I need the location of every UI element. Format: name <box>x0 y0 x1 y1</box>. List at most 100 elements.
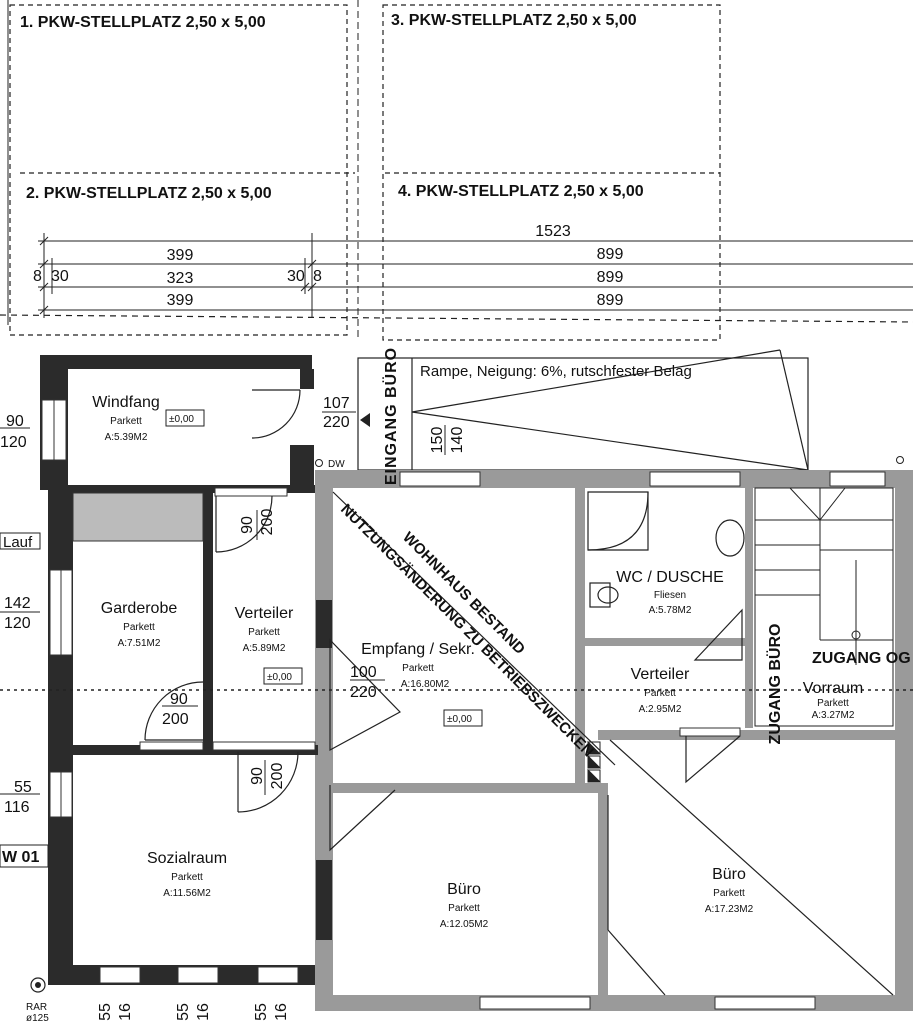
room-floor-verteiler-2: Parkett <box>644 688 676 699</box>
dim-left-inner: 323 <box>167 270 194 287</box>
win1-w: 90 <box>6 413 24 430</box>
dim-right-3: 899 <box>597 292 624 309</box>
opening-dim-lines <box>0 411 446 795</box>
parking-label-4: 4. PKW-STELLPLATZ 2,50 x 5,00 <box>398 183 644 200</box>
dim-left-small-b: 30 <box>51 268 69 285</box>
windows-left <box>41 399 73 818</box>
room-floor-vorraum: Parkett <box>817 698 849 709</box>
ramp-opening-w: 150 <box>429 427 446 454</box>
room-floor-verteiler-1: Parkett <box>248 627 280 638</box>
stair <box>754 487 894 727</box>
bottom-dim-3b: 16 <box>273 1003 290 1021</box>
room-name-vorraum: Vorraum <box>803 680 863 697</box>
dw-label: DW <box>328 459 345 470</box>
room-area-verteiler-1: A:5.89M2 <box>243 643 286 654</box>
w01-tag: W 01 <box>2 849 39 866</box>
parking-label-2: 2. PKW-STELLPLATZ 2,50 x 5,00 <box>26 185 272 202</box>
room-name-buero-1: Büro <box>447 881 481 898</box>
bestand-boundary-line <box>332 491 616 766</box>
zugang-og-label: ZUGANG OG <box>812 650 911 667</box>
level-verteiler: ±0,00 <box>267 672 292 683</box>
door-gard-h: 200 <box>162 711 189 728</box>
level-markers <box>165 409 483 727</box>
room-area-vorraum: A:3.27M2 <box>812 710 855 721</box>
rar-label: RAR <box>26 1002 47 1013</box>
door-main-h: 220 <box>323 414 350 431</box>
door-main-arrow <box>360 413 370 427</box>
garderobe-shelf <box>72 492 204 542</box>
eingang-buero-label: EINGANG BÜRO <box>381 347 400 485</box>
parking-area <box>0 4 913 341</box>
bottom-dim-2b: 16 <box>195 1003 212 1021</box>
dim-left-outer: 399 <box>167 247 194 264</box>
room-name-windfang: Windfang <box>92 394 160 411</box>
sanitary-fixtures <box>587 491 745 608</box>
w01-tag-box <box>0 844 49 868</box>
win1-h: 120 <box>0 434 27 451</box>
dimension-lines <box>38 233 913 318</box>
lauf-tag-box <box>0 532 41 550</box>
rar-size: ø125 <box>26 1013 49 1024</box>
win2-w: 142 <box>4 595 31 612</box>
room-name-buero-2: Büro <box>712 866 746 883</box>
bottom-dim-2a: 55 <box>175 1003 192 1021</box>
room-floor-windfang: Parkett <box>110 416 142 427</box>
room-floor-garderobe: Parkett <box>123 622 155 633</box>
door-vert-w: 90 <box>239 516 256 534</box>
room-vorraum: Vorraum Parkett A:3.27M2 <box>803 680 863 721</box>
dim-right-small-b: 8 <box>313 268 322 285</box>
room-buero-1: Büro Parkett A:12.05M2 <box>440 881 489 930</box>
door-empf-w: 100 <box>350 664 377 681</box>
parking-label-3: 3. PKW-STELLPLATZ 2,50 x 5,00 <box>391 12 637 29</box>
dim-total: 1523 <box>535 223 571 240</box>
bottom-dim-1b: 16 <box>117 1003 134 1021</box>
win3-h: 116 <box>4 799 30 816</box>
room-windfang: Windfang Parkett A:5.39M2 <box>92 394 160 443</box>
bottom-dim-3a: 55 <box>253 1003 270 1021</box>
room-floor-empfang: Parkett <box>402 663 434 674</box>
room-floor-wc: Fliesen <box>654 590 686 601</box>
ramp <box>357 349 809 471</box>
room-floor-sozialraum: Parkett <box>171 872 203 883</box>
zugang-buero-label: ZUGANG BÜRO <box>765 624 784 745</box>
door-frames <box>139 487 741 751</box>
lauf-label: Lauf <box>3 534 33 551</box>
room-name-garderobe: Garderobe <box>101 600 178 617</box>
level-windfang: ±0,00 <box>169 414 194 425</box>
door-vert-h: 200 <box>259 509 276 536</box>
room-area-garderobe: A:7.51M2 <box>118 638 161 649</box>
room-sozialraum: Sozialraum Parkett A:11.56M2 <box>147 850 227 899</box>
dim-right-2: 899 <box>597 269 624 286</box>
win2-h: 120 <box>4 615 31 632</box>
dw-symbol <box>315 459 323 467</box>
buero-diagonals <box>607 739 894 996</box>
room-name-empfang: Empfang / Sekr. <box>361 641 475 658</box>
room-empfang: Empfang / Sekr. Parkett A:16.80M2 <box>361 641 475 690</box>
level-empfang: ±0,00 <box>447 714 472 725</box>
dim-left-small-a: 8 <box>33 268 42 285</box>
room-area-windfang: A:5.39M2 <box>105 432 148 443</box>
dw-symbol-right <box>896 456 904 464</box>
room-area-verteiler-2: A:2.95M2 <box>639 704 682 715</box>
door-main-w: 107 <box>323 395 350 412</box>
room-verteiler-1: Verteiler Parkett A:5.89M2 <box>235 605 294 654</box>
windows-top <box>399 471 886 487</box>
door-soz-h: 200 <box>269 763 286 790</box>
room-floor-buero-2: Parkett <box>713 888 745 899</box>
dim-right-small-a: 30 <box>287 268 305 285</box>
dim-right-1: 899 <box>597 246 624 263</box>
room-name-wc: WC / DUSCHE <box>616 569 724 586</box>
room-area-sozialraum: A:11.56M2 <box>163 888 211 899</box>
door-gard-w: 90 <box>170 691 188 708</box>
room-garderobe: Garderobe Parkett A:7.51M2 <box>101 600 178 649</box>
shaft-markers <box>587 740 602 783</box>
room-name-verteiler-2: Verteiler <box>631 666 690 683</box>
rar-symbol <box>30 977 46 993</box>
parking-label-1: 1. PKW-STELLPLATZ 2,50 x 5,00 <box>20 14 266 31</box>
door-empf-h: 220 <box>350 684 377 701</box>
room-buero-2: Büro Parkett A:17.23M2 <box>705 866 754 915</box>
door-swings <box>144 389 743 852</box>
room-verteiler-2: Verteiler Parkett A:2.95M2 <box>631 666 690 715</box>
room-area-wc: A:5.78M2 <box>649 605 692 616</box>
room-area-buero-1: A:12.05M2 <box>440 919 489 930</box>
